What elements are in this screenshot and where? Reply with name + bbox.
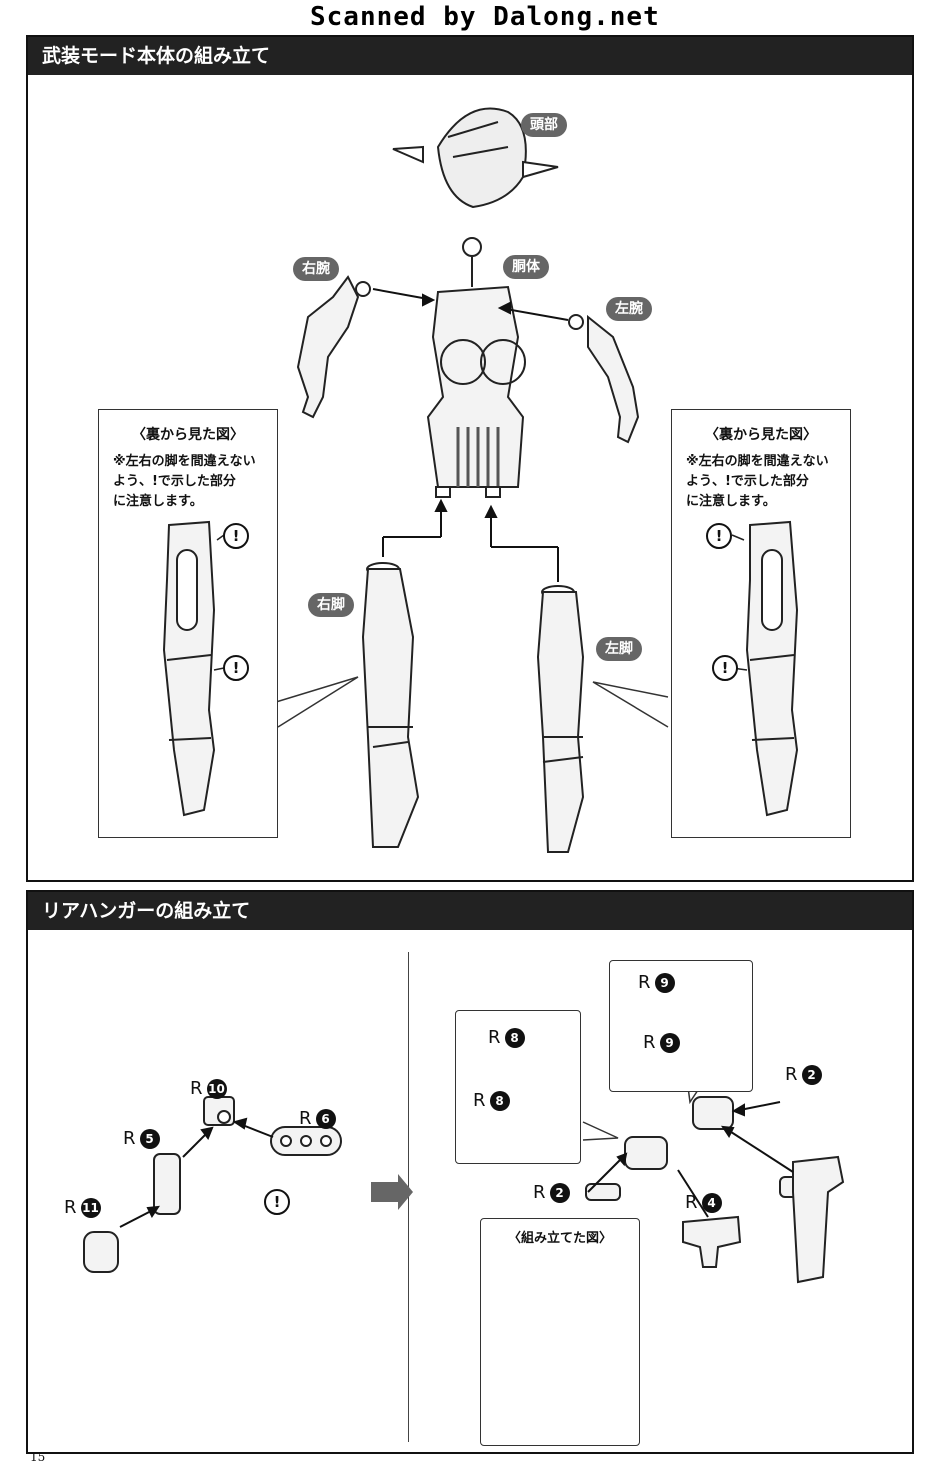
- inset-note: ※左右の脚を間違えない よう、!で示した部分 に注意します。: [686, 454, 829, 509]
- caution-icon: !: [264, 1189, 290, 1215]
- assembled-view: 〈組み立てた図〉: [480, 1218, 640, 1446]
- rear-hanger-diagram: [83, 986, 845, 1389]
- inset-title: 〈裏から見た図〉: [132, 427, 244, 443]
- caution-icon: !: [712, 655, 738, 681]
- caution-icon: !: [223, 655, 249, 681]
- section-rear-hanger-assembly: リアハンガーの組み立て: [26, 890, 914, 1454]
- scan-watermark: Scanned by Dalong.net: [310, 2, 660, 32]
- leg-back-view: [731, 520, 799, 817]
- tag-head: 頭部: [521, 113, 567, 137]
- section-body-assembly: 武装モード本体の組み立て: [26, 35, 914, 882]
- tag-left-arm: 左腕: [606, 297, 652, 321]
- caution-icon: !: [706, 523, 732, 549]
- tag-torso: 胴体: [503, 255, 549, 279]
- caution-icon: !: [223, 523, 249, 549]
- section-title: 武装モード本体の組み立て: [28, 37, 912, 75]
- tag-right-arm: 右腕: [293, 257, 339, 281]
- page-number: 15: [30, 1450, 46, 1464]
- body-assembly-diagram: [275, 107, 669, 853]
- section-title: リアハンガーの組み立て: [28, 892, 912, 930]
- tag-right-leg: 右脚: [308, 593, 354, 617]
- sub-assembly-r9: [609, 960, 753, 1092]
- inset-title: 〈裏から見た図〉: [705, 427, 817, 443]
- back-view-inset-left: 〈裏から見た図〉 ※左右の脚を間違えない よう、!で示した部分 に注意します。 …: [98, 409, 278, 838]
- back-view-inset-right: 〈裏から見た図〉 ※左右の脚を間違えない よう、!で示した部分 に注意します。 …: [671, 409, 851, 838]
- inset-note: ※左右の脚を間違えない よう、!で示した部分 に注意します。: [113, 454, 256, 509]
- leg-back-view: [162, 520, 225, 817]
- tag-left-leg: 左脚: [596, 637, 642, 661]
